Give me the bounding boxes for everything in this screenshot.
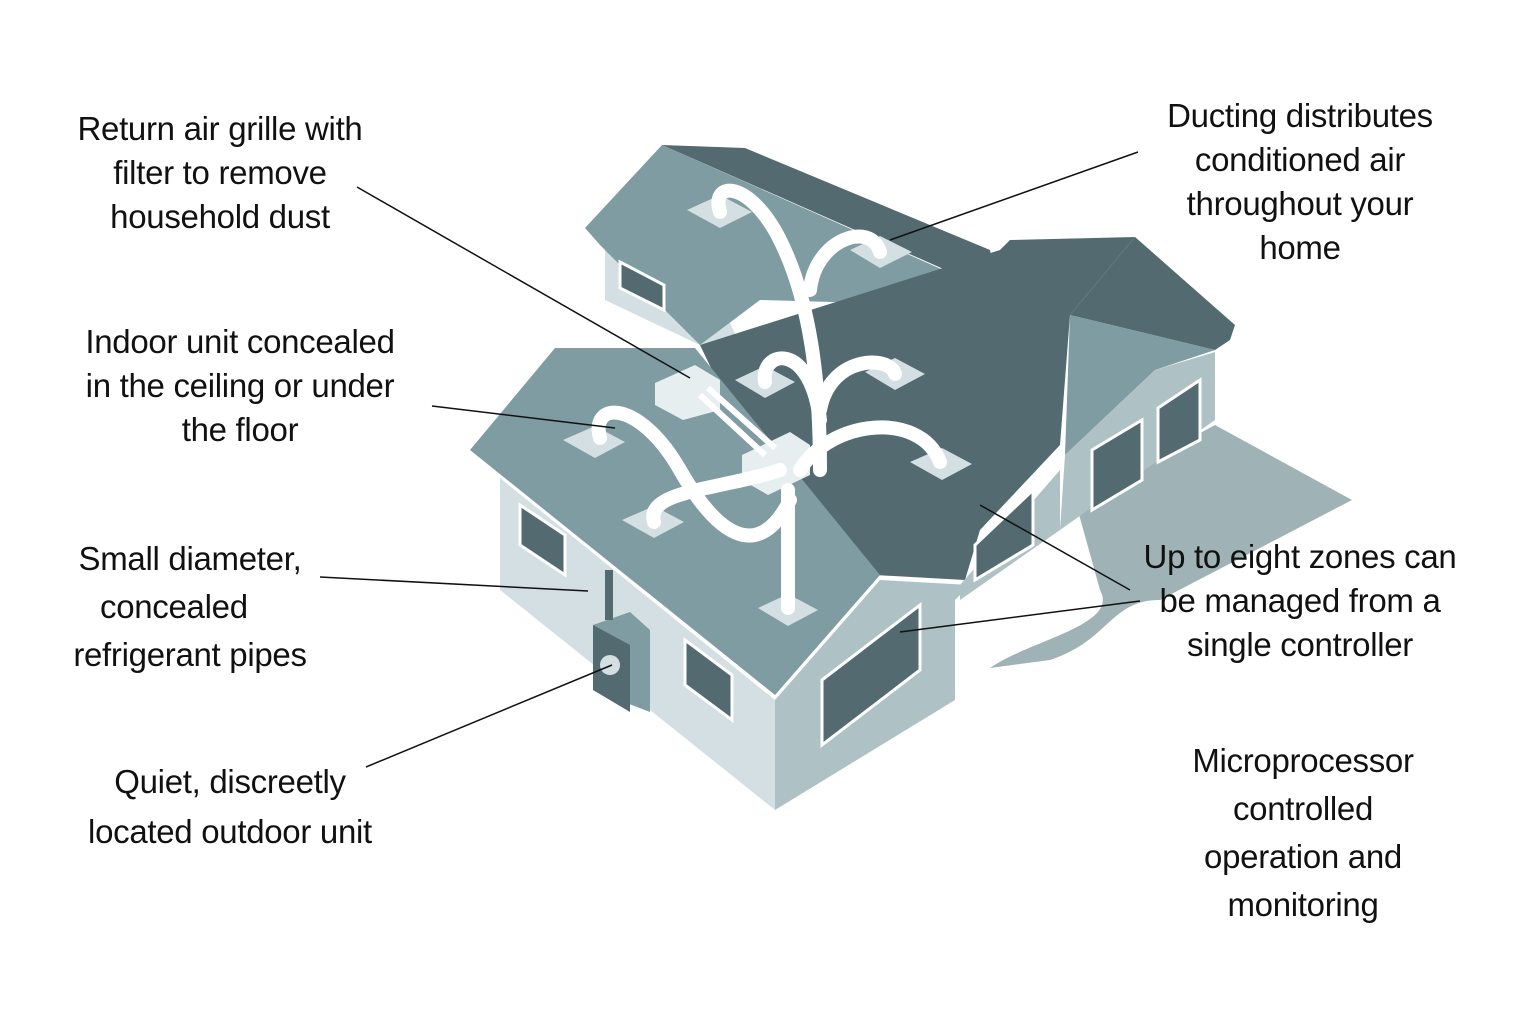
label-line: monitoring [1227,886,1379,923]
label-line: located outdoor unit [88,813,372,850]
label-line: the floor [181,411,299,448]
roof [662,145,998,293]
label-line: Up to eight zones can [1143,538,1457,575]
ducts [591,183,947,615]
roof [1070,237,1235,350]
label-line: be managed from a [1159,582,1441,619]
label-line: household dust [110,198,330,235]
label-outdoor-unit: Quiet, discreetly located outdoor unit [50,757,410,857]
label-ducting: Ducting distributes conditioned air thro… [1120,94,1480,270]
outdoor-unit [593,570,650,712]
label-line: concealed [100,588,248,625]
label-line: Microprocessor [1192,742,1414,779]
label-zones: Up to eight zones can be managed from a … [1120,535,1480,667]
roof [1065,315,1215,455]
label-indoor-unit: Indoor unit concealed in the ceiling or … [50,320,430,452]
label-microprocessor: Microprocessor controlled operation and … [1153,737,1453,929]
label-line: operation and [1204,838,1402,875]
windows [518,259,1202,749]
label-line: Indoor unit concealed [85,323,395,360]
leader-lines [319,151,1141,768]
patio-ground [990,425,1352,668]
label-line: controlled [1232,790,1374,827]
label-line: conditioned air [1194,141,1406,178]
label-line: Ducting distributes [1167,97,1433,134]
label-line: single controller [1186,626,1413,663]
label-line: home [1259,229,1341,266]
label-return-air-grille: Return air grille with filter to remove … [40,107,400,239]
label-line: in the ceiling or under [85,367,395,404]
label-refrigerant-pipes: Small diameter, concealed refrigerant pi… [40,535,340,679]
label-line: Quiet, discreetly [114,763,346,800]
label-line: refrigerant pipes [73,636,307,673]
label-line: filter to remove [113,154,327,191]
label-line: Small diameter, [78,540,302,577]
label-line: throughout your [1186,185,1414,222]
label-line: Return air grille with [77,110,363,147]
